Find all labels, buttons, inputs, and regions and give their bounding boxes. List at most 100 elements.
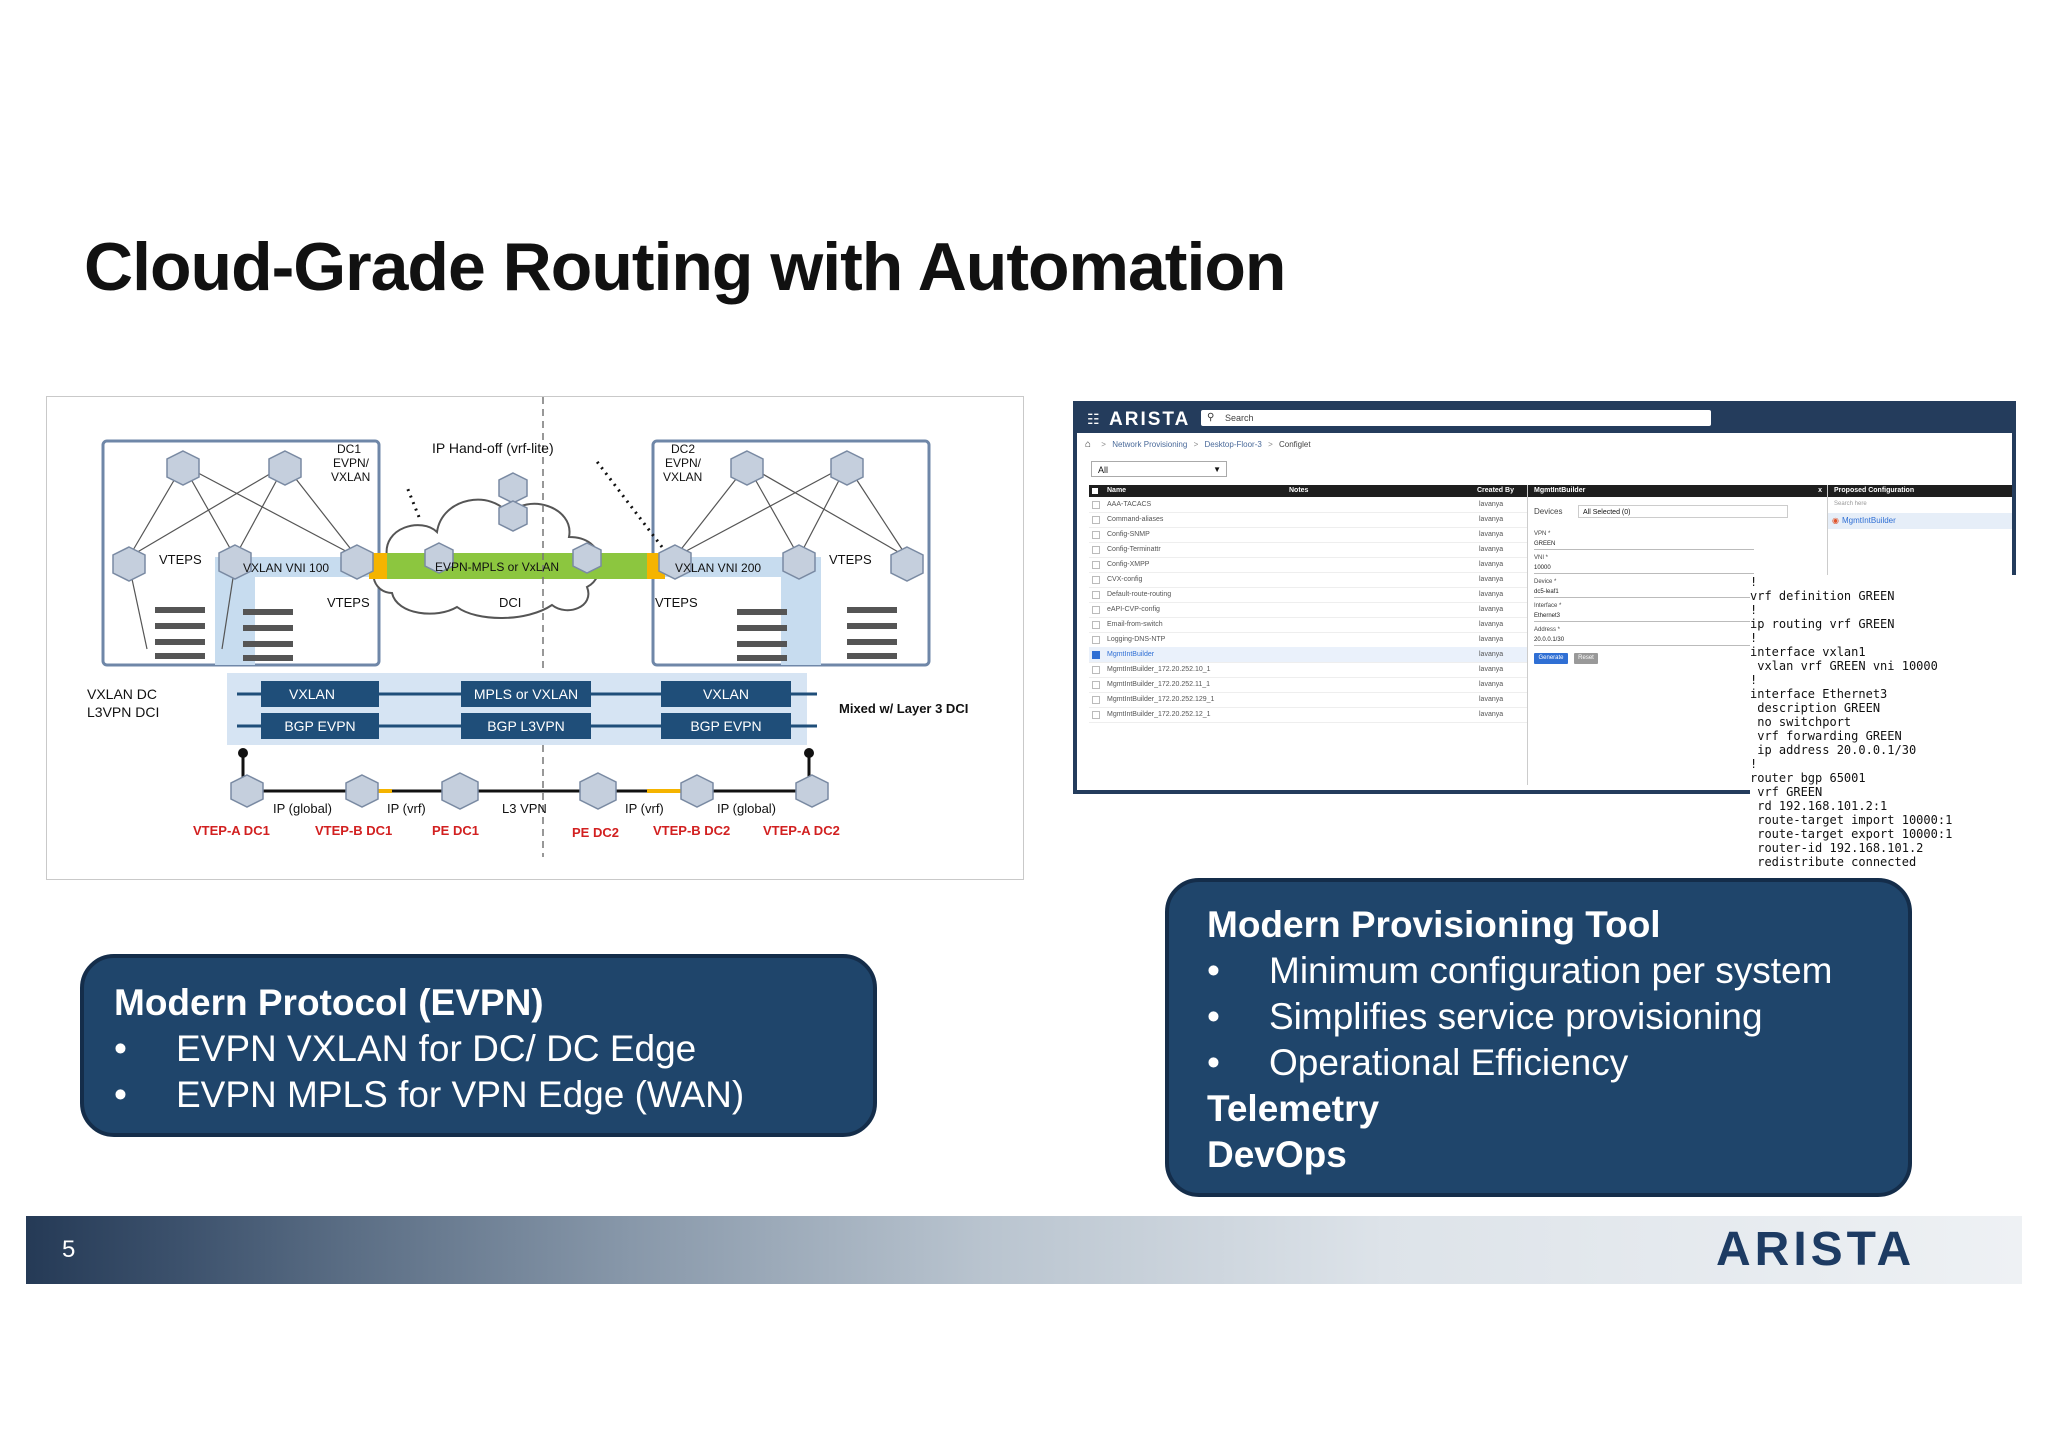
app-grid-icon[interactable]: ☷ xyxy=(1087,411,1100,427)
vteps-dc1: VTEPS xyxy=(159,552,202,567)
search-icon: ⚲ xyxy=(1207,412,1215,423)
row-by: lavanya xyxy=(1479,696,1504,703)
row-name: CVX-config xyxy=(1107,576,1143,583)
row-checkbox[interactable] xyxy=(1092,651,1100,659)
row-by: lavanya xyxy=(1479,681,1504,688)
vni-label: VNI * xyxy=(1534,555,1549,561)
chevron-right-icon: > xyxy=(1268,440,1273,449)
proposed-item[interactable]: ◉ MgmtIntBuilder xyxy=(1828,513,2012,529)
stack-vxlan-1: VXLAN xyxy=(289,686,335,702)
row-checkbox[interactable] xyxy=(1092,561,1100,569)
servers xyxy=(155,607,897,661)
node-vtep-b-dc2: VTEP-B DC2 xyxy=(653,823,730,838)
vpn-label: VPN * xyxy=(1534,531,1551,537)
col-name[interactable]: Name xyxy=(1107,487,1127,494)
cvp-search-input[interactable]: ⚲ Search xyxy=(1201,410,1711,426)
row-by: lavanya xyxy=(1479,576,1504,583)
row-checkbox[interactable] xyxy=(1092,546,1100,554)
breadcrumb-desktop-floor[interactable]: Desktop-Floor-3 xyxy=(1204,440,1262,449)
list-item[interactable]: Config-SNMP lavanya xyxy=(1089,527,1527,543)
evpn-callout: Modern Protocol (EVPN) •EVPN VXLAN for D… xyxy=(80,954,877,1137)
row-checkbox[interactable] xyxy=(1092,576,1100,584)
home-icon[interactable]: ⌂ xyxy=(1085,439,1092,450)
vni-field[interactable]: 10000 xyxy=(1534,563,1754,574)
col-notes[interactable]: Notes xyxy=(1289,487,1309,494)
row-name: Email-from-switch xyxy=(1107,621,1163,628)
list-item[interactable]: Email-from-switch lavanya xyxy=(1089,617,1527,633)
reset-button[interactable]: Reset xyxy=(1574,653,1598,664)
dc2-l2: EVPN/ xyxy=(665,456,702,470)
row-checkbox[interactable] xyxy=(1092,636,1100,644)
row-checkbox[interactable] xyxy=(1092,696,1100,704)
row-checkbox[interactable] xyxy=(1092,501,1100,509)
proposed-search[interactable]: Search here xyxy=(1834,501,1867,507)
interface-field[interactable]: Ethernet3 xyxy=(1534,611,1754,622)
node-vtep-a-dc2: VTEP-A DC2 xyxy=(763,823,840,838)
row-checkbox[interactable] xyxy=(1092,621,1100,629)
list-item[interactable]: CVX-config lavanya xyxy=(1089,572,1527,588)
callout-title: Modern Provisioning Tool xyxy=(1207,904,1661,945)
bullet-mark: • xyxy=(114,1028,127,1069)
devices-label: Devices xyxy=(1534,507,1563,516)
row-checkbox[interactable] xyxy=(1092,516,1100,524)
breadcrumb-network-provisioning[interactable]: Network Provisioning xyxy=(1112,440,1188,449)
bullet-mark: • xyxy=(114,1074,127,1115)
dc2-l3: VXLAN xyxy=(663,470,702,484)
ip-vrf-right: IP (vrf) xyxy=(625,801,664,816)
row-by: lavanya xyxy=(1479,606,1504,613)
row-name: Logging-DNS-NTP xyxy=(1107,636,1166,643)
row-name: Config-SNMP xyxy=(1107,531,1150,538)
row-by: lavanya xyxy=(1479,516,1504,523)
handoff-arrow-right xyxy=(593,458,664,548)
ip-global-right: IP (global) xyxy=(717,801,776,816)
col-created-by[interactable]: Created By xyxy=(1477,487,1514,494)
close-icon[interactable]: x xyxy=(1818,487,1822,494)
row-checkbox[interactable] xyxy=(1092,681,1100,689)
config-output: ! vrf definition GREEN ! ip routing vrf … xyxy=(1750,575,2020,869)
footer-band: 5 ARISTA xyxy=(26,1216,2022,1284)
row-checkbox[interactable] xyxy=(1092,531,1100,539)
filter-select[interactable]: All ▼ xyxy=(1091,461,1227,477)
switch-icons xyxy=(112,450,924,582)
bullet-text: Operational Efficiency xyxy=(1269,1042,1629,1083)
stack-arrows xyxy=(237,692,817,728)
devices-select[interactable]: All Selected (0) xyxy=(1578,505,1788,518)
l3vpn-dci-label: L3VPN DCI xyxy=(87,704,159,720)
cvp-topbar: ☷ ARISTA ⚲ Search xyxy=(1077,405,2012,433)
row-checkbox[interactable] xyxy=(1092,591,1100,599)
generate-button[interactable]: Generate xyxy=(1534,653,1568,664)
row-checkbox[interactable] xyxy=(1092,711,1100,719)
search-placeholder: Search xyxy=(1225,413,1254,423)
vpn-field[interactable]: GREEN xyxy=(1534,539,1754,550)
address-field[interactable]: 20.0.0.1/30 xyxy=(1534,635,1754,646)
select-all-checkbox[interactable] xyxy=(1092,488,1098,494)
cvp-screenshot: ☷ ARISTA ⚲ Search ⌂ > Network Provisioni… xyxy=(1073,401,2016,794)
bullet-text: EVPN VXLAN for DC/ DC Edge xyxy=(176,1028,697,1069)
row-by: lavanya xyxy=(1479,531,1504,538)
node-pe-dc2: PE DC2 xyxy=(572,825,619,840)
row-checkbox[interactable] xyxy=(1092,606,1100,614)
device-field[interactable]: dc5-leaf1 xyxy=(1534,587,1754,598)
node-vtep-a-dc1: VTEP-A DC1 xyxy=(193,823,270,838)
chevron-down-icon: ▼ xyxy=(1213,465,1221,474)
row-by: lavanya xyxy=(1479,621,1504,628)
breadcrumb: ⌂ > Network Provisioning > Desktop-Floor… xyxy=(1085,439,1311,450)
row-name: Config-XMPP xyxy=(1107,561,1150,568)
devops-label: DevOps xyxy=(1207,1134,1347,1175)
callout-bullet: •Simplifies service provisioning xyxy=(1207,994,1908,1040)
row-checkbox[interactable] xyxy=(1092,666,1100,674)
vni200-label: VXLAN VNI 200 xyxy=(675,561,761,575)
row-name: MgmtIntBuilder_172.20.252.10_1 xyxy=(1107,666,1211,673)
